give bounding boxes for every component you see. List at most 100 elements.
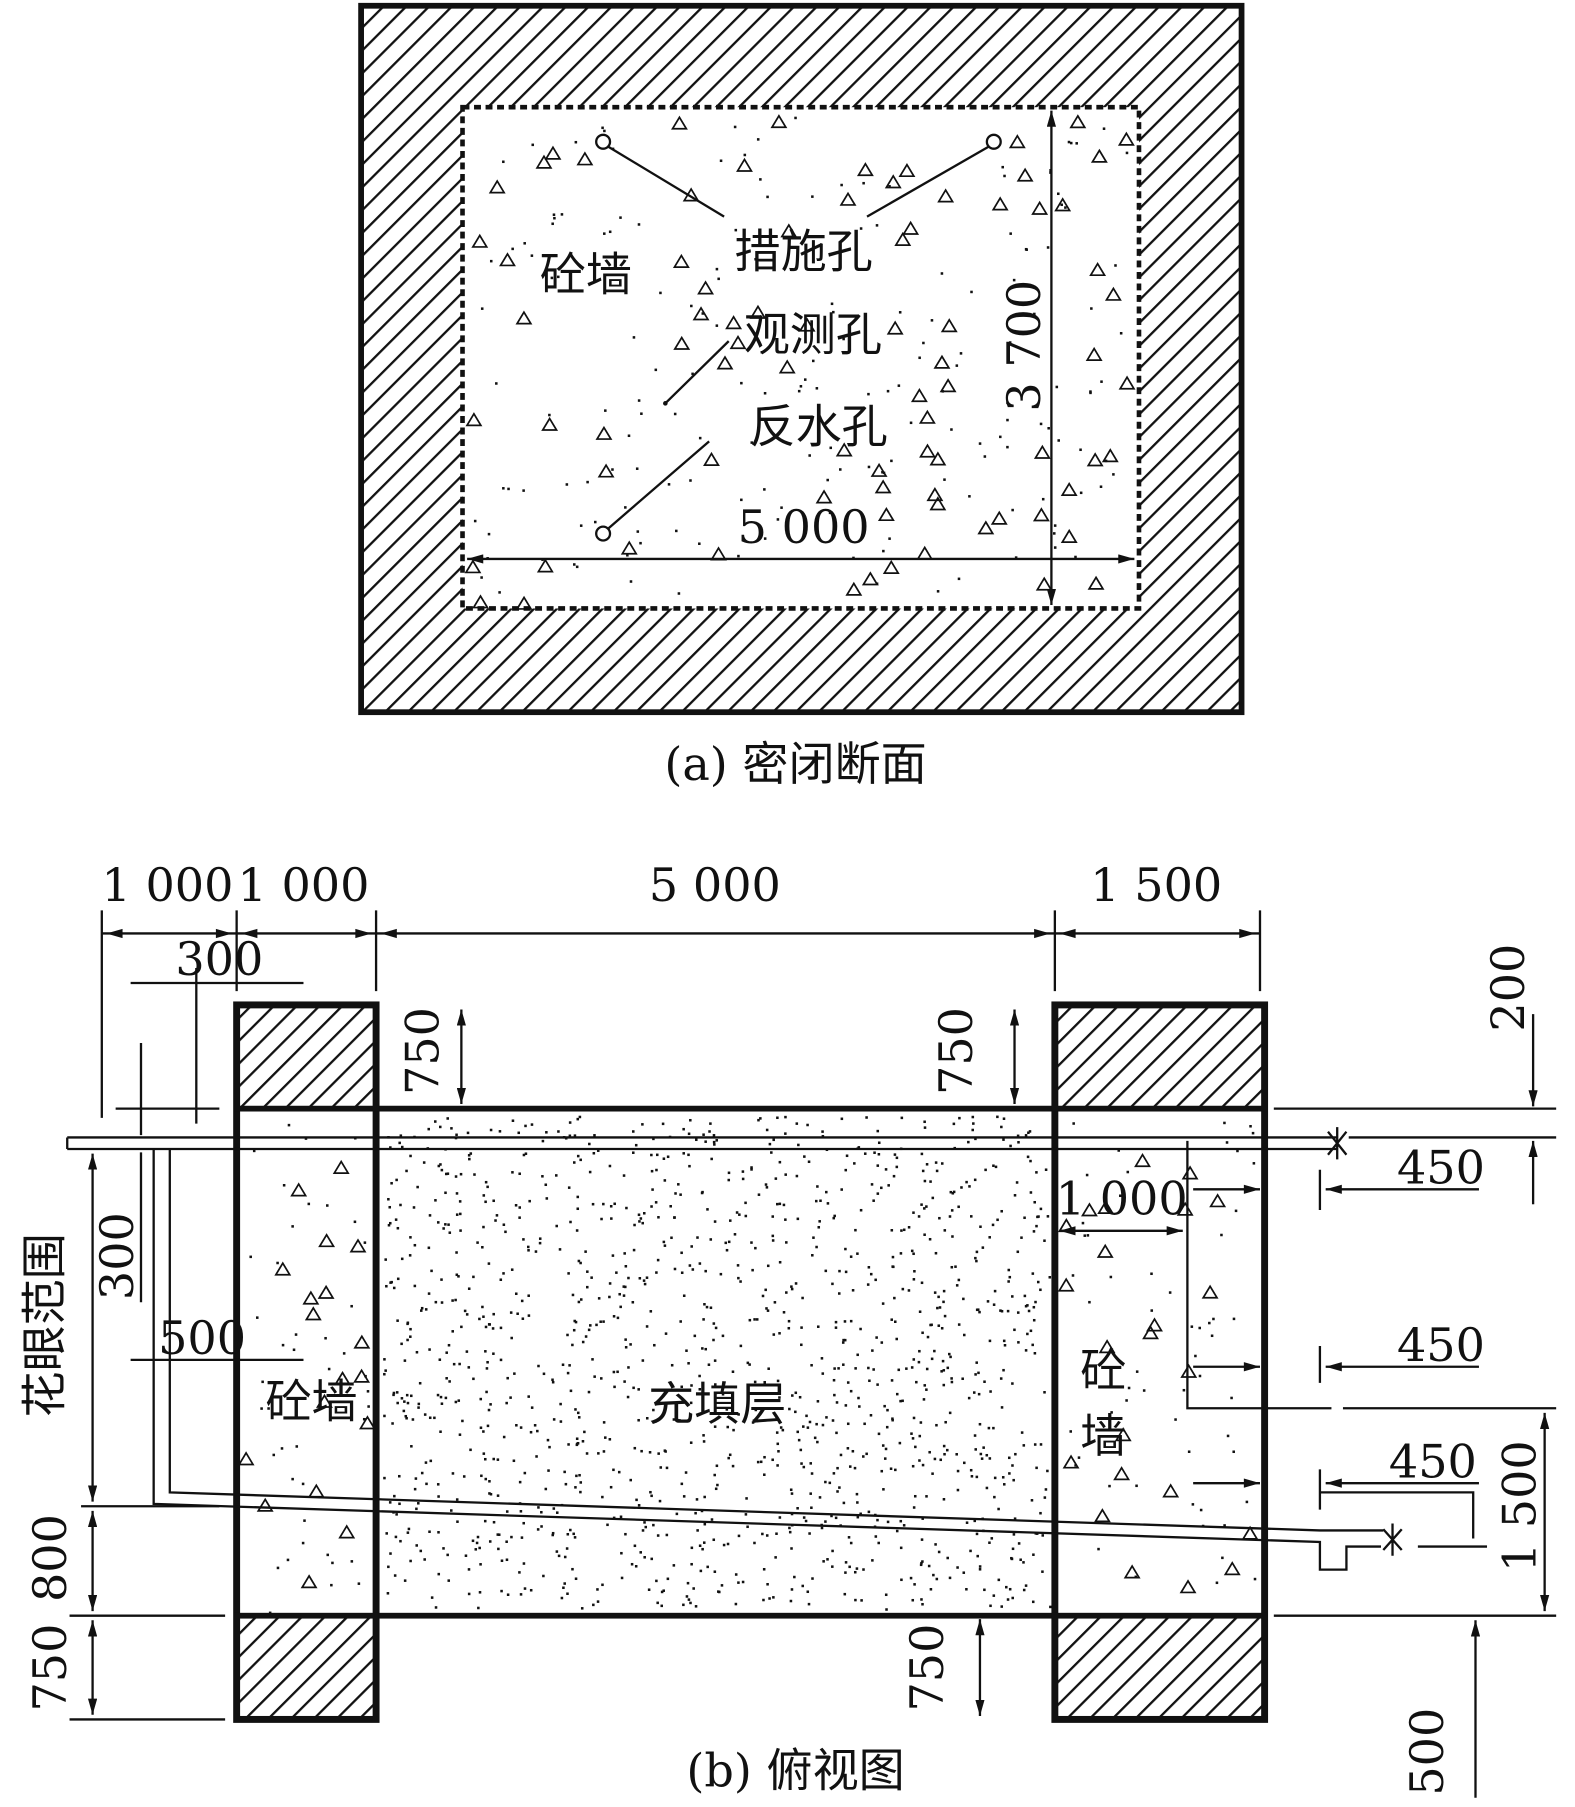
aggregate-mark — [574, 140, 578, 144]
aggregate-mark — [482, 1194, 486, 1197]
aggregate-mark — [656, 1258, 660, 1262]
aggregate-mark — [839, 191, 857, 206]
aggregate-mark — [458, 1200, 462, 1203]
aggregate-mark — [482, 1225, 485, 1229]
aggregate-mark — [513, 1372, 516, 1375]
aggregate-mark — [502, 160, 505, 164]
aggregate-mark — [725, 315, 743, 330]
aggregate-mark — [1067, 140, 1071, 144]
aggregate-mark — [540, 1510, 543, 1514]
aggregate-mark — [688, 1264, 692, 1267]
aggregate-mark — [812, 1236, 815, 1239]
aggregate-mark — [1101, 448, 1119, 463]
aggregate-mark — [444, 1223, 447, 1226]
aggregate-mark — [856, 1353, 859, 1357]
aggregate-mark — [831, 1549, 834, 1553]
aggregate-mark — [450, 1509, 453, 1512]
aggregate-mark — [640, 1449, 643, 1453]
aggregate-mark — [451, 1330, 454, 1333]
aggregate-mark — [606, 1523, 609, 1527]
aggregate-mark — [824, 1269, 828, 1273]
measure-hole-icon — [595, 133, 612, 150]
aggregate-mark — [506, 1376, 509, 1380]
aggregate-mark — [816, 1325, 820, 1328]
aggregate-mark — [996, 1218, 999, 1222]
aggregate-mark — [428, 1416, 432, 1420]
aggregate-mark — [691, 372, 694, 376]
aggregate-mark — [575, 1474, 578, 1478]
aggregate-mark — [629, 580, 633, 583]
aggregate-mark — [666, 1155, 670, 1159]
aggregate-mark — [687, 1132, 691, 1136]
aggregate-mark — [698, 1374, 701, 1378]
aggregate-mark — [1031, 200, 1049, 215]
aggregate-mark — [1252, 1162, 1256, 1165]
aggregate-mark — [881, 470, 884, 474]
aggregate-mark — [359, 1415, 376, 1430]
aggregate-mark — [744, 1214, 748, 1218]
aggregate-mark — [548, 413, 551, 417]
aggregate-mark — [1046, 1469, 1049, 1473]
aggregate-mark — [920, 1598, 923, 1601]
aggregate-mark — [939, 378, 957, 393]
aggregate-mark — [1223, 1524, 1226, 1527]
aggregate-mark — [515, 1424, 518, 1427]
aggregate-mark — [958, 1116, 961, 1120]
aggregate-mark — [865, 1116, 868, 1119]
leader-line — [607, 145, 725, 218]
aggregate-mark — [639, 1551, 642, 1554]
aggregate-mark — [571, 1343, 574, 1347]
aggregate-mark — [703, 1495, 706, 1499]
right-wall-label-2: 墙 — [1080, 1409, 1126, 1463]
aggregate-mark — [523, 1587, 527, 1590]
aggregate-mark — [406, 1321, 410, 1325]
aggregate-mark — [794, 1410, 797, 1414]
aggregate-mark — [595, 425, 613, 440]
aggregate-mark — [714, 1326, 718, 1330]
aggregate-mark — [821, 1130, 824, 1133]
aggregate-mark — [571, 1567, 574, 1571]
aggregate-mark — [919, 1421, 923, 1424]
aggregate-mark — [703, 451, 720, 466]
aggregate-mark — [842, 337, 845, 341]
aggregate-mark — [448, 1231, 452, 1234]
aggregate-mark — [495, 1214, 499, 1217]
aggregate-mark — [972, 1122, 975, 1125]
aggregate-mark — [687, 1153, 690, 1157]
aggregate-mark — [889, 1467, 893, 1470]
aggregate-mark — [1037, 1215, 1040, 1218]
aggregate-mark — [952, 1122, 956, 1126]
aggregate-mark — [992, 1164, 995, 1167]
aggregate-mark — [892, 1265, 895, 1269]
aggregate-mark — [457, 1399, 461, 1402]
aggregate-mark — [874, 1535, 878, 1538]
aggregate-mark — [1198, 1374, 1202, 1378]
aggregate-mark — [737, 1276, 740, 1280]
aggregate-mark — [439, 1430, 442, 1433]
aggregate-mark — [825, 1190, 828, 1194]
aggregate-mark — [447, 1343, 451, 1347]
aggregate-mark — [568, 1364, 571, 1367]
aggregate-mark — [484, 1325, 488, 1329]
aggregate-mark — [505, 1558, 509, 1562]
aggregate-mark — [691, 1268, 695, 1271]
aggregate-mark — [577, 1259, 581, 1263]
aggregate-mark — [811, 1254, 814, 1257]
aggregate-mark — [848, 1565, 851, 1569]
aggregate-mark — [891, 1255, 895, 1259]
aggregate-mark — [870, 1183, 874, 1186]
aggregate-mark — [695, 1498, 699, 1501]
aggregate-mark — [759, 178, 762, 181]
aggregate-mark — [608, 1282, 612, 1285]
aggregate-mark — [761, 1532, 764, 1536]
aggregate-mark — [815, 1422, 818, 1426]
aggregate-mark — [505, 1510, 509, 1513]
aggregate-mark — [951, 1192, 955, 1195]
aggregate-mark — [736, 1264, 740, 1267]
hole-label-measure: 措施孔 — [735, 224, 873, 278]
aggregate-mark — [704, 1347, 708, 1351]
aggregate-mark — [678, 1419, 681, 1422]
aggregate-mark — [559, 1420, 563, 1423]
aggregate-mark — [411, 1418, 415, 1421]
aggregate-mark — [802, 1516, 806, 1519]
